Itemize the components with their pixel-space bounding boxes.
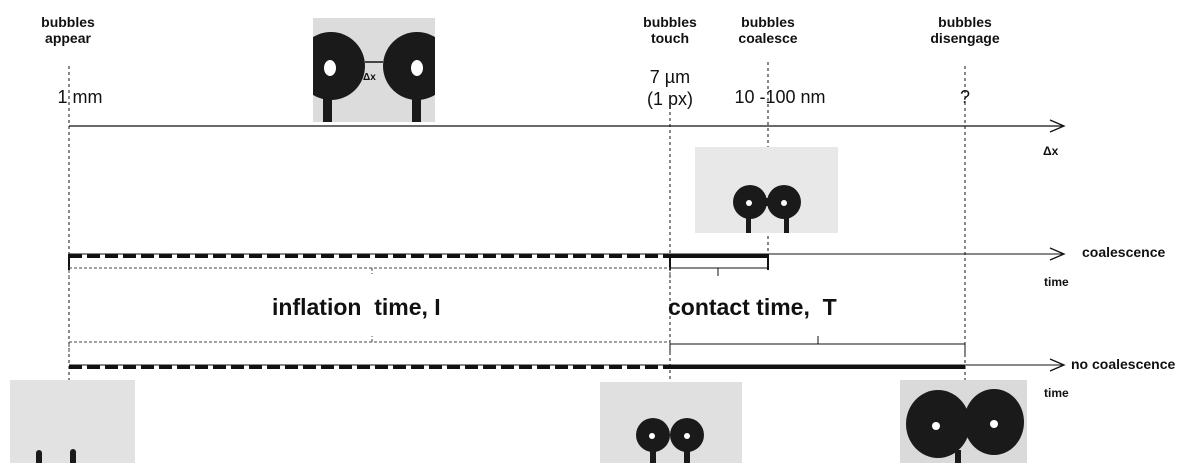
- dx-axis-label: Δx: [1043, 144, 1059, 158]
- distance-disengage: ?: [959, 87, 970, 107]
- inflation-brace-lower: [68, 336, 671, 352]
- time-label-coalescence: time: [1044, 275, 1069, 289]
- inflation-time-label: inflation time, I: [272, 294, 441, 320]
- distance-appear: 1 mm: [57, 87, 103, 107]
- photo-bubbles-disengaging: [900, 380, 1027, 463]
- distance-touch-pixels: (1 px): [646, 89, 693, 109]
- distance-touch-value: 7 µm: [649, 67, 691, 87]
- no-coalescence-label: no coalescence: [1071, 356, 1176, 372]
- dx-axis-arrow: [1049, 119, 1066, 133]
- contact-brace-upper: [670, 267, 768, 276]
- coalescence-label: coalescence: [1082, 244, 1166, 260]
- contact-brace-lower: [669, 336, 966, 354]
- photo-bubbles-coalescing: [695, 147, 838, 233]
- nocoalescence-axis-arrow: [1049, 358, 1066, 372]
- photo-bubbles-separated: Δx: [313, 18, 435, 122]
- contact-time-label: contact time, T: [668, 294, 837, 320]
- time-label-no-coalescence: time: [1044, 386, 1069, 400]
- distance-coalesce: 10 -100 nm: [734, 87, 826, 107]
- photo-bubbles-appear: [10, 380, 135, 463]
- coalescence-axis-arrow: [1049, 247, 1066, 261]
- photo-bubbles-touching: [600, 382, 742, 463]
- inflation-brace-upper: [68, 267, 671, 278]
- photo-dx-label: Δx: [363, 72, 376, 83]
